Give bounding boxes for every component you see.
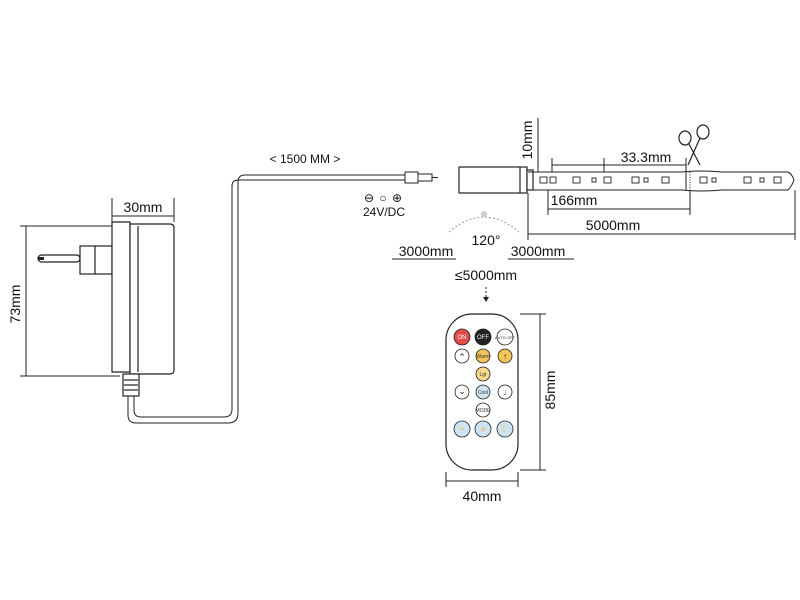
adapter-width-dimension (111, 198, 175, 222)
led-strip (533, 170, 795, 192)
polarity-minus-icon: ⊖ (364, 191, 374, 205)
cut-length-label: 33.3mm (621, 149, 672, 165)
power-adapter (37, 221, 175, 397)
cool-button-label: Cool (478, 390, 488, 396)
scene-daylight-button[interactable] (474, 420, 492, 438)
scissors-icon (678, 124, 710, 166)
brightness-down-button[interactable] (454, 384, 470, 400)
ir-receiver-controller (458, 166, 534, 194)
voltage-label: 24V/DC (363, 205, 405, 219)
cable-length-label: < 1500 MM > (270, 152, 341, 166)
segment-dimension (547, 190, 691, 215)
adapter-height-label: 73mm (7, 285, 23, 324)
cut-length-dimension (551, 158, 687, 172)
warm-button[interactable] (475, 348, 491, 364)
auto-off-button[interactable] (496, 328, 514, 346)
receiver-angle-cone (448, 211, 520, 233)
off-button-label: OFF (477, 335, 489, 341)
remote-height-dimension (520, 313, 546, 471)
remote-height-label: 85mm (542, 371, 558, 410)
moon-icon: ☾ (501, 424, 509, 434)
scene-night-button[interactable] (496, 420, 514, 438)
light-button-label: Lgt (480, 372, 488, 378)
polarity-center-icon: ○ (379, 191, 386, 205)
segment-label: 166mm (551, 192, 598, 208)
remote-distance-label: ≤5000mm (455, 267, 517, 283)
chevron-up-icon: ⌃ (458, 352, 466, 362)
sunrise-icon: ◓ (460, 425, 465, 434)
color-temp-up-button[interactable] (497, 348, 513, 364)
mode-button[interactable] (475, 402, 491, 418)
receiver-angle-label: 120° (472, 232, 501, 248)
mode-button-label: MODE (476, 408, 492, 414)
remote-width-label: 40mm (463, 488, 502, 504)
auto-off-button-label: AUTO OFF (495, 335, 516, 340)
chevron-down-icon: ⌄ (458, 386, 466, 396)
brightness-up-button[interactable] (454, 348, 470, 364)
remote-control: ON OFF AUTO OFF ⌃ Warm ↑ Lgt ⌄ Cool ↓ MO… (445, 313, 519, 471)
adapter-width-label: 30mm (124, 199, 163, 215)
strip-length-dimension (527, 190, 796, 240)
off-button[interactable] (474, 328, 492, 346)
sun-icon: ☀ (479, 425, 486, 434)
dc-plug (404, 171, 438, 184)
dc-cable (127, 174, 405, 424)
strip-height-label: 10mm (519, 121, 535, 160)
receiver-right-range-label: 3000mm (511, 243, 565, 259)
scene-sunrise-button[interactable] (453, 420, 471, 438)
led-chips (539, 176, 782, 184)
cool-button[interactable] (475, 384, 491, 400)
light-button[interactable] (475, 366, 491, 382)
color-temp-down-button[interactable] (497, 384, 513, 400)
remote-width-dimension (445, 472, 519, 487)
remote-distance-arrow (483, 287, 489, 302)
warm-button-label: Warm (476, 354, 489, 360)
arrow-up-icon: ↑ (503, 352, 507, 361)
on-button[interactable] (453, 328, 471, 346)
strip-height-dimension (528, 118, 552, 173)
receiver-left-range-label: 3000mm (399, 243, 453, 259)
adapter-height-dimension (20, 225, 120, 377)
on-button-label: ON (458, 335, 467, 341)
polarity-plus-icon: ⊕ (392, 191, 402, 205)
arrow-down-icon: ↓ (503, 388, 507, 397)
strip-length-label: 5000mm (586, 217, 640, 233)
